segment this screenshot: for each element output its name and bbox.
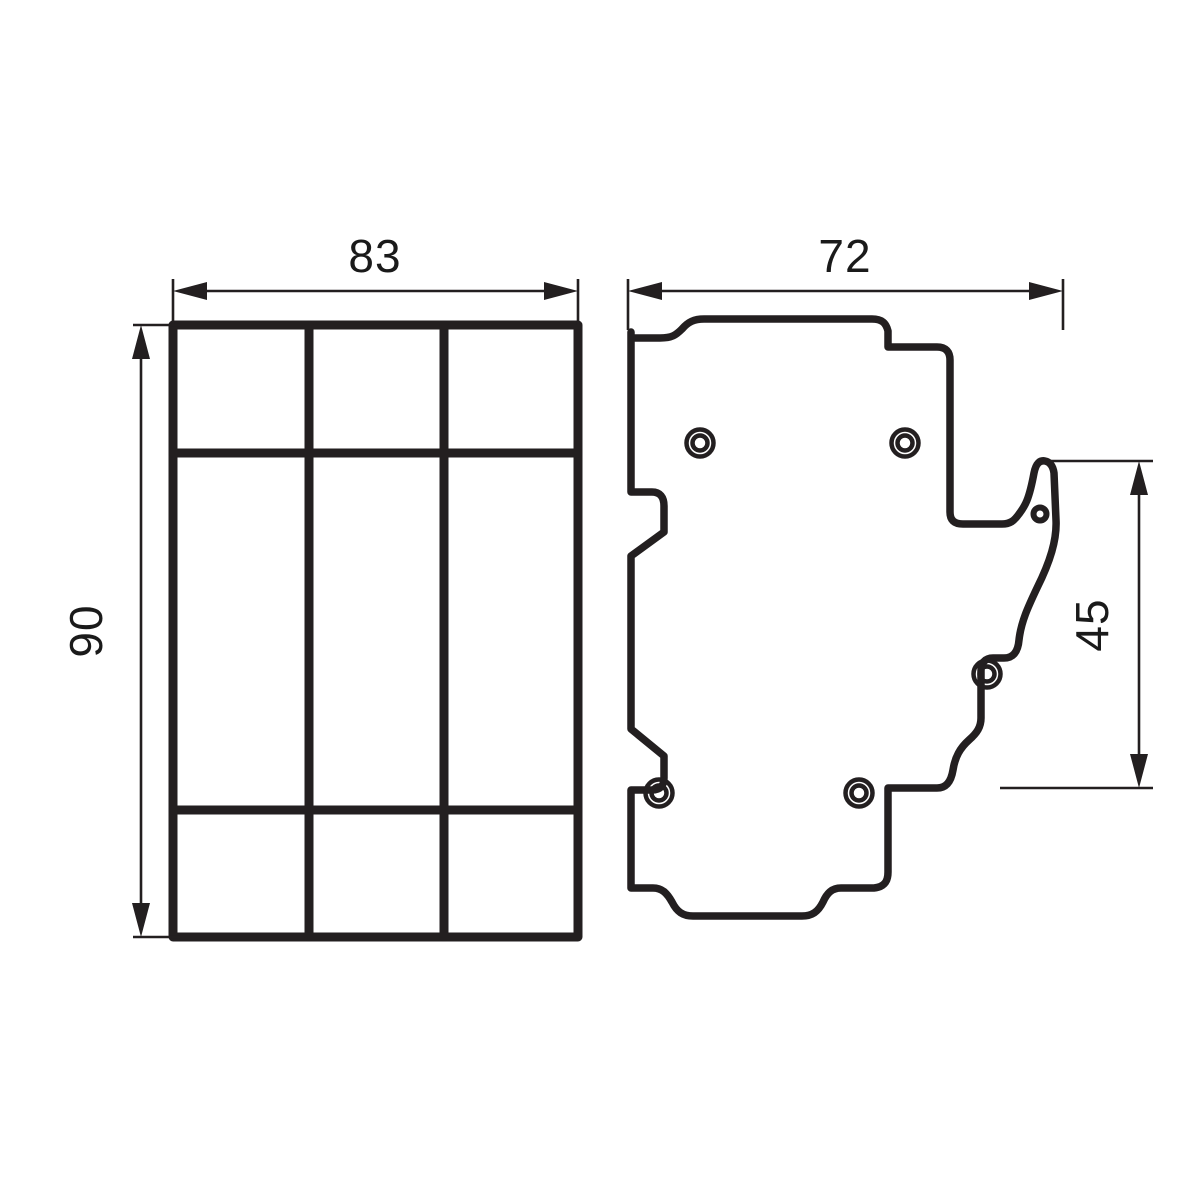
mounting-hole-top-right bbox=[889, 427, 921, 459]
latch-pivot-hole bbox=[1030, 504, 1050, 524]
arrowhead-90-bottom bbox=[132, 903, 150, 937]
mounting-hole-middle-right bbox=[971, 658, 1003, 690]
arrowhead-45-top bbox=[1130, 461, 1148, 495]
arrowhead-72-right bbox=[1029, 282, 1063, 300]
side-view-mounting-holes bbox=[643, 427, 1003, 809]
dimension-height-45: 45 bbox=[1000, 459, 1153, 790]
dim-label-45: 45 bbox=[1066, 598, 1118, 651]
dim-label-72: 72 bbox=[818, 230, 871, 282]
front-view-body-outline bbox=[168, 320, 583, 942]
front-view-group bbox=[168, 320, 583, 942]
arrowhead-83-right bbox=[544, 282, 578, 300]
mounting-hole-bottom-right bbox=[843, 777, 875, 809]
dimension-depth-72: 72 bbox=[626, 230, 1065, 330]
mounting-hole-top-left bbox=[684, 427, 716, 459]
dimension-height-90: 90 bbox=[60, 323, 180, 939]
dim-label-90: 90 bbox=[60, 604, 112, 657]
dim-label-83: 83 bbox=[348, 230, 401, 282]
arrowhead-45-bottom bbox=[1130, 754, 1148, 788]
arrowhead-83-left bbox=[173, 282, 207, 300]
dimension-width-83: 83 bbox=[171, 230, 580, 325]
arrowhead-90-top bbox=[132, 325, 150, 359]
mounting-hole-bottom-left bbox=[643, 777, 675, 809]
side-view-body-outline bbox=[627, 315, 1060, 920]
arrowhead-72-left bbox=[628, 282, 662, 300]
side-view-group bbox=[627, 315, 1060, 920]
